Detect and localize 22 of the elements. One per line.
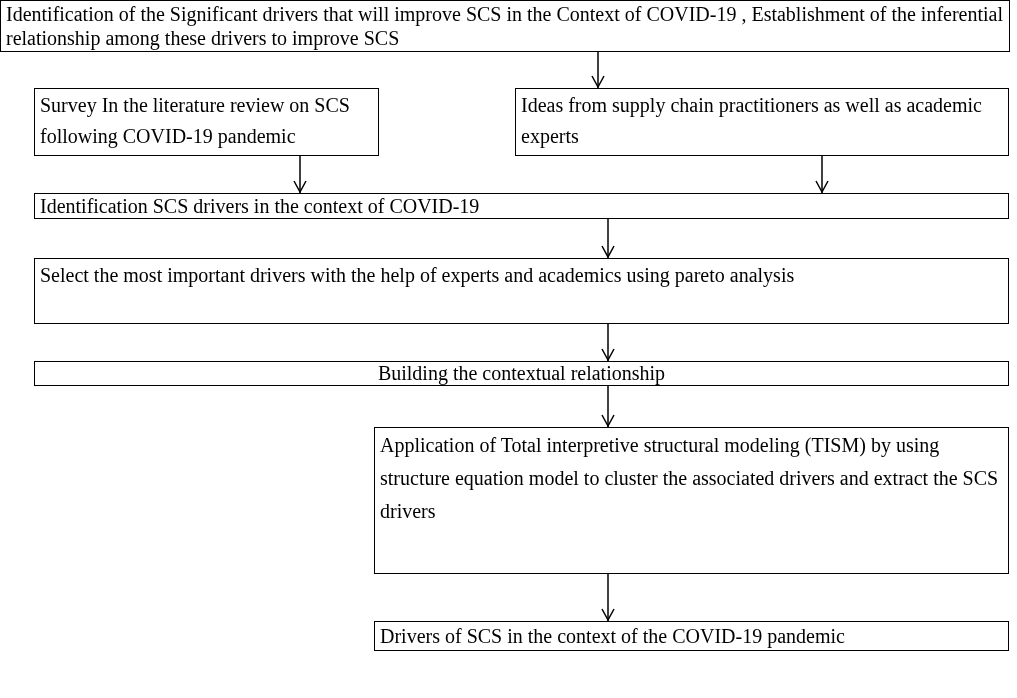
arrow [601, 385, 615, 428]
process-box [374, 621, 1009, 651]
box-text: Survey In the literature review on SCS following COVID-19 pandemic [40, 93, 351, 150]
arrow [601, 323, 615, 362]
box-text: Ideas from supply chain practitioners as well as academic experts [521, 93, 983, 150]
process-box [34, 258, 1009, 324]
arrow [591, 51, 605, 89]
box-text: Building the contextual relationship [376, 363, 667, 384]
process-box [34, 88, 379, 156]
process-box [34, 193, 1009, 219]
arrow [815, 155, 829, 194]
box-text: Application of Total interpretive structural modeling (TISM) by using structure equation model to cluster the associated drivers and extract the SCS drivers [380, 433, 1000, 524]
process-box [515, 88, 1009, 156]
box-text: Identification SCS drivers in the context of COVID-19 [40, 195, 481, 217]
arrow [293, 155, 307, 194]
box-text: Drivers of SCS in the context of the COVID-19 pandemic [380, 624, 846, 649]
process-box [374, 427, 1009, 574]
process-box [34, 361, 1009, 386]
box-text: Identification of the Significant drivers that will improve SCS in the Context of COVID-19 , Establishment of the inferential relationship among these drivers to improve SCS [6, 2, 1004, 50]
arrow [601, 573, 615, 622]
box-text: Select the most important drivers with the help of experts and academics using pareto analysis [40, 263, 796, 289]
arrow [601, 218, 615, 259]
